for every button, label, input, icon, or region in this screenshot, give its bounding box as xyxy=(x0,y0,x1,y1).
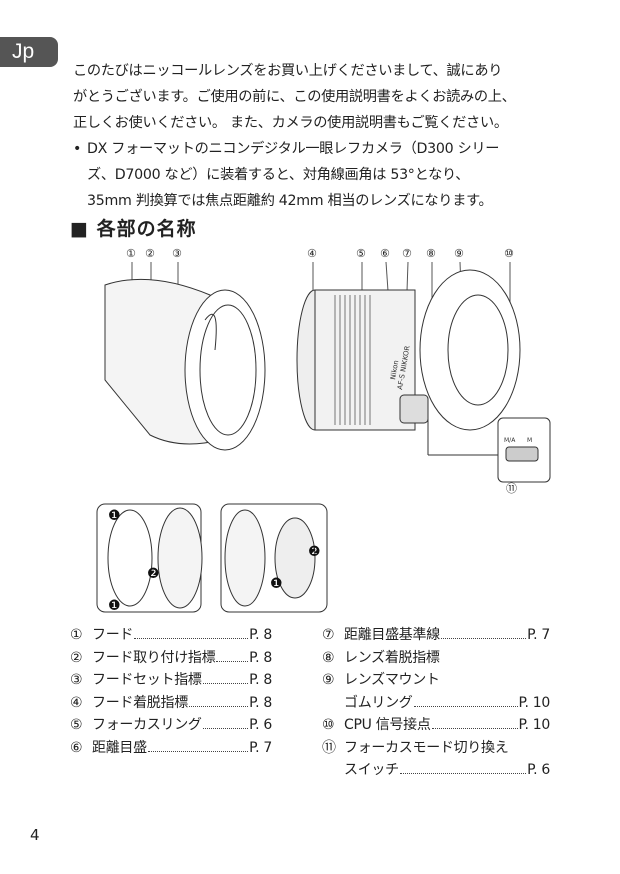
intro-paragraph: このたびはニッコールレンズをお買い上げくださいまして、誠にあり がとうございます… xyxy=(73,58,563,136)
callout-8: ⑧ xyxy=(426,247,436,260)
note-line: ズ、D7000 など）に装着すると、対角線画角は 53°となり、 xyxy=(87,167,470,183)
page-number: 4 xyxy=(30,826,40,844)
section-heading: ■ 各部の名称 xyxy=(70,218,197,240)
cap-removal-inset-1: ❶ ❷ ❶ xyxy=(96,503,203,614)
lens-hood-drawing xyxy=(104,278,266,451)
lens-parts-illustration: ① ② ③ ④ ⑤ ⑥ ⑦ ⑧ ⑨ ⑩ ⑪ AF-S NIKKOR Nikon … xyxy=(96,247,551,614)
lens-brand-label: Nikon xyxy=(389,360,400,381)
callout-3: ③ xyxy=(172,247,182,260)
intro-line: 正しくお使いください。 また、カメラの使用説明書もご覧ください。 xyxy=(73,115,508,131)
lens-body-drawing: AF-S NIKKOR Nikon xyxy=(296,269,521,431)
step-1-marker: ❶ xyxy=(108,598,121,614)
callout-1: ① xyxy=(126,247,136,260)
step-1-marker: ❶ xyxy=(108,508,121,524)
callout-10: ⑩ xyxy=(504,247,514,260)
callout-11: ⑪ xyxy=(506,482,517,495)
callout-9: ⑨ xyxy=(454,247,464,260)
cap-removal-inset-2: ❷ ❶ xyxy=(220,503,328,613)
intro-line: このたびはニッコールレンズをお買い上げくださいまして、誠にあり xyxy=(73,63,503,79)
bullet-mark: • xyxy=(73,141,82,157)
note-line: DX フォーマットのニコンデジタル一眼レフカメラ（D300 シリー xyxy=(87,141,500,157)
callout-4: ④ xyxy=(307,247,317,260)
callout-5: ⑤ xyxy=(356,247,366,260)
step-2-marker: ❷ xyxy=(147,566,160,582)
switch-m-label: M xyxy=(527,437,532,444)
callout-7: ⑦ xyxy=(402,247,412,260)
callout-6: ⑥ xyxy=(380,247,390,260)
step-2-marker: ❷ xyxy=(308,544,321,560)
language-tab: Jp xyxy=(0,37,58,67)
callout-numbers: ① ② ③ ④ ⑤ ⑥ ⑦ ⑧ ⑨ ⑩ ⑪ xyxy=(126,247,517,495)
switch-ma-label: M/A xyxy=(504,437,516,444)
focus-mode-switch-inset: M/A M xyxy=(427,415,551,483)
dx-format-note: • DX フォーマットのニコンデジタル一眼レフカメラ（D300 シリー ズ、D7… xyxy=(73,136,563,214)
note-line: 35mm 判換算では焦点距離約 42mm 相当のレンズになります。 xyxy=(87,193,493,209)
intro-line: がとうございます。ご使用の前に、この使用説明書をよくお読みの上、 xyxy=(73,89,516,105)
step-1-marker: ❶ xyxy=(270,576,283,592)
callout-2: ② xyxy=(145,247,155,260)
